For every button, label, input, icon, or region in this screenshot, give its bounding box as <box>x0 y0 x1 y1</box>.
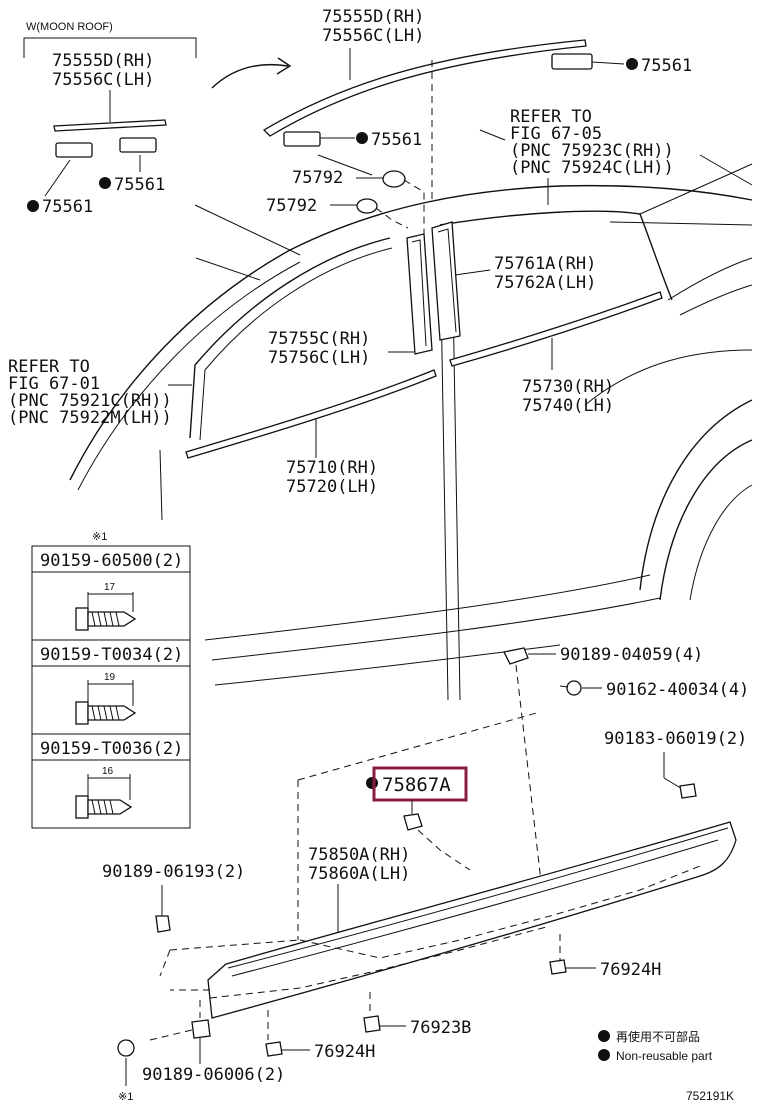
clip-76923b-label: 76923B <box>410 1018 471 1038</box>
roof-moulding-rh: 75555D(RH) <box>322 7 424 27</box>
svg-text:REFER TO: REFER TO <box>8 357 90 377</box>
legend-en: Non-reusable part <box>616 1049 713 1063</box>
figure-code: 752191K <box>686 1089 734 1103</box>
clip-part-top-right <box>551 53 593 70</box>
clip-76923b-part <box>363 1015 381 1033</box>
clip-part-center <box>283 131 321 147</box>
belt-rear-rh: 75730(RH) <box>522 377 614 397</box>
clip-label-75561-a: 75561 <box>641 56 692 76</box>
inset-arrow <box>211 63 289 89</box>
rocker-rh: 75850A(RH) <box>308 845 410 865</box>
grommet-bottom-label: 90189-06006(2) <box>142 1065 285 1085</box>
pillar-rear-lh: 75762A(LH) <box>494 273 596 293</box>
refer-note-left: REFER TO FIG 67-01 (PNC 75921C(RH)) (PNC… <box>8 357 172 428</box>
grommet-top-part <box>503 647 529 665</box>
grommet-bottom-part <box>191 1019 211 1039</box>
svg-text:(PNC 75921C(RH)): (PNC 75921C(RH)) <box>8 391 172 411</box>
screw-table-mark: ※1 <box>92 531 107 543</box>
screw-part-1: 90159-60500(2) <box>40 551 183 571</box>
grommet-top-label: 90189-04059(4) <box>560 645 703 665</box>
pillar-front-lh: 75756C(LH) <box>268 348 370 368</box>
rocker-moulding-part <box>207 821 737 1019</box>
clip-label-75561-b: 75561 <box>371 130 422 150</box>
screw-length-1: 17 <box>104 582 116 593</box>
clip-75792-b-part <box>356 198 378 214</box>
clip-label-75792-a: 75792 <box>292 168 343 188</box>
belt-rear-part <box>449 291 663 367</box>
moon-roof-inset: W(MOON ROOF) 75555D(RH) 75556C(LH) 75561… <box>23 21 197 217</box>
screw-table: ※1 90159-60500(2) 90159-T0034(2) 90159-T… <box>31 531 191 829</box>
svg-text:(PNC 75922M(LH)): (PNC 75922M(LH)) <box>8 408 172 428</box>
pillar-front-rh: 75755C(RH) <box>268 329 370 349</box>
bottom-mark: ※1 <box>118 1091 133 1103</box>
highlighted-part-label: 75867A <box>382 774 451 796</box>
clip-part-b <box>119 137 157 153</box>
svg-text:REFER TO: REFER TO <box>510 107 592 127</box>
clip-76924h-right-label: 76924H <box>600 960 661 980</box>
screw-length-3: 16 <box>102 766 114 777</box>
svg-text:FIG 67-05: FIG 67-05 <box>510 124 602 144</box>
clip-label-75792-b: 75792 <box>266 196 317 216</box>
legend: 再使用不可部品 Non-reusable part <box>598 1029 713 1063</box>
inset-roof-moulding-lh: 75556C(LH) <box>52 70 154 90</box>
screw-part-2: 90159-T0034(2) <box>40 645 183 665</box>
screw-top-part <box>566 680 582 696</box>
clip-76924h-left-part <box>265 1041 283 1057</box>
inset-roof-moulding-part <box>53 119 167 132</box>
clip-label-75561-c: 75561 <box>114 175 165 195</box>
roof-moulding-part <box>262 39 587 137</box>
highlighted-part-clip <box>403 813 423 831</box>
screw-icon: 16 <box>75 766 133 819</box>
clip-76924h-right-part <box>549 959 567 975</box>
screw-bottom-part <box>117 1039 135 1057</box>
belt-front-part <box>185 369 437 459</box>
moon-roof-note: W(MOON ROOF) <box>26 21 113 33</box>
clip-right-label: 90183-06019(2) <box>604 729 747 749</box>
legend-ja: 再使用不可部品 <box>616 1029 700 1044</box>
clip-label-75561-d: 75561 <box>42 197 93 217</box>
pillar-front-part <box>406 233 433 355</box>
highlighted-part-box <box>372 766 468 802</box>
roof-moulding-lh: 75556C(LH) <box>322 26 424 46</box>
belt-front-lh: 75720(LH) <box>286 477 378 497</box>
clip-part-a <box>55 142 93 158</box>
belt-front-rh: 75710(RH) <box>286 458 378 478</box>
clip-right-part <box>679 783 697 799</box>
screw-part-3: 90159-T0036(2) <box>40 739 183 759</box>
refer-note-top: REFER TO FIG 67-05 (PNC 75923C(RH)) (PNC… <box>510 107 674 178</box>
pillar-rear-part <box>431 221 461 341</box>
svg-text:FIG 67-01: FIG 67-01 <box>8 374 100 394</box>
screw-top-label: 90162-40034(4) <box>606 680 749 700</box>
belt-rear-lh: 75740(LH) <box>522 396 614 416</box>
clip-left-label: 90189-06193(2) <box>102 862 245 882</box>
screw-length-2: 19 <box>104 672 116 683</box>
rocker-lh: 75860A(LH) <box>308 864 410 884</box>
pillar-rear-rh: 75761A(RH) <box>494 254 596 274</box>
screw-icon: 17 <box>75 582 137 631</box>
svg-text:(PNC 75923C(RH)): (PNC 75923C(RH)) <box>510 141 674 161</box>
svg-text:(PNC 75924C(LH)): (PNC 75924C(LH)) <box>510 158 674 178</box>
screw-icon: 19 <box>75 672 137 725</box>
clip-75792-a-part <box>382 170 406 188</box>
inset-roof-moulding-rh: 75555D(RH) <box>52 51 154 71</box>
clip-76924h-left-label: 76924H <box>314 1042 375 1062</box>
clip-left-part <box>155 915 171 933</box>
